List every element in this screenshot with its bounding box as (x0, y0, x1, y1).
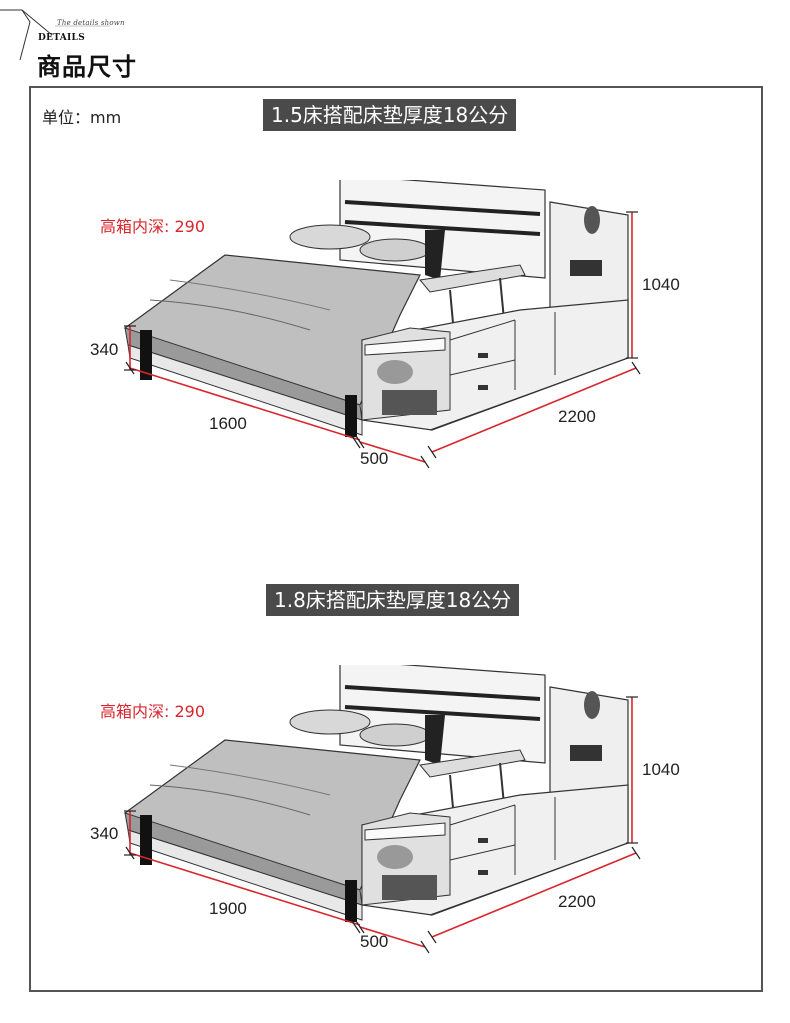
width-dimension: 1900 (209, 899, 247, 918)
bed-illustration (123, 180, 641, 469)
content-frame (29, 86, 763, 992)
length-dimension: 2200 (558, 407, 596, 426)
height-side-dimension: 340 (90, 340, 119, 359)
storage-depth-label: 高箱内深: 290 (100, 217, 206, 236)
header-decoration (0, 9, 110, 61)
header-script-text: The details shown (57, 19, 125, 27)
page-title: 商品尺寸 (37, 53, 137, 81)
bed-illustration (123, 665, 641, 954)
length-dimension: 2200 (558, 892, 596, 911)
height-side-dimension: 340 (90, 824, 119, 843)
header-details-label: DETAILS (38, 33, 85, 43)
storage-depth-label: 高箱内深: 290 (100, 702, 206, 721)
cabinet-dimension: 500 (360, 449, 389, 468)
height-total-dimension: 1040 (642, 760, 680, 779)
section-banner: 1.8床搭配床垫厚度18公分 (266, 584, 520, 616)
section-banner: 1.5床搭配床垫厚度18公分 (263, 99, 517, 131)
height-total-dimension: 1040 (642, 275, 680, 294)
unit-label: 单位：mm (42, 108, 122, 127)
cabinet-dimension: 500 (360, 932, 389, 951)
width-dimension: 1600 (209, 414, 247, 433)
